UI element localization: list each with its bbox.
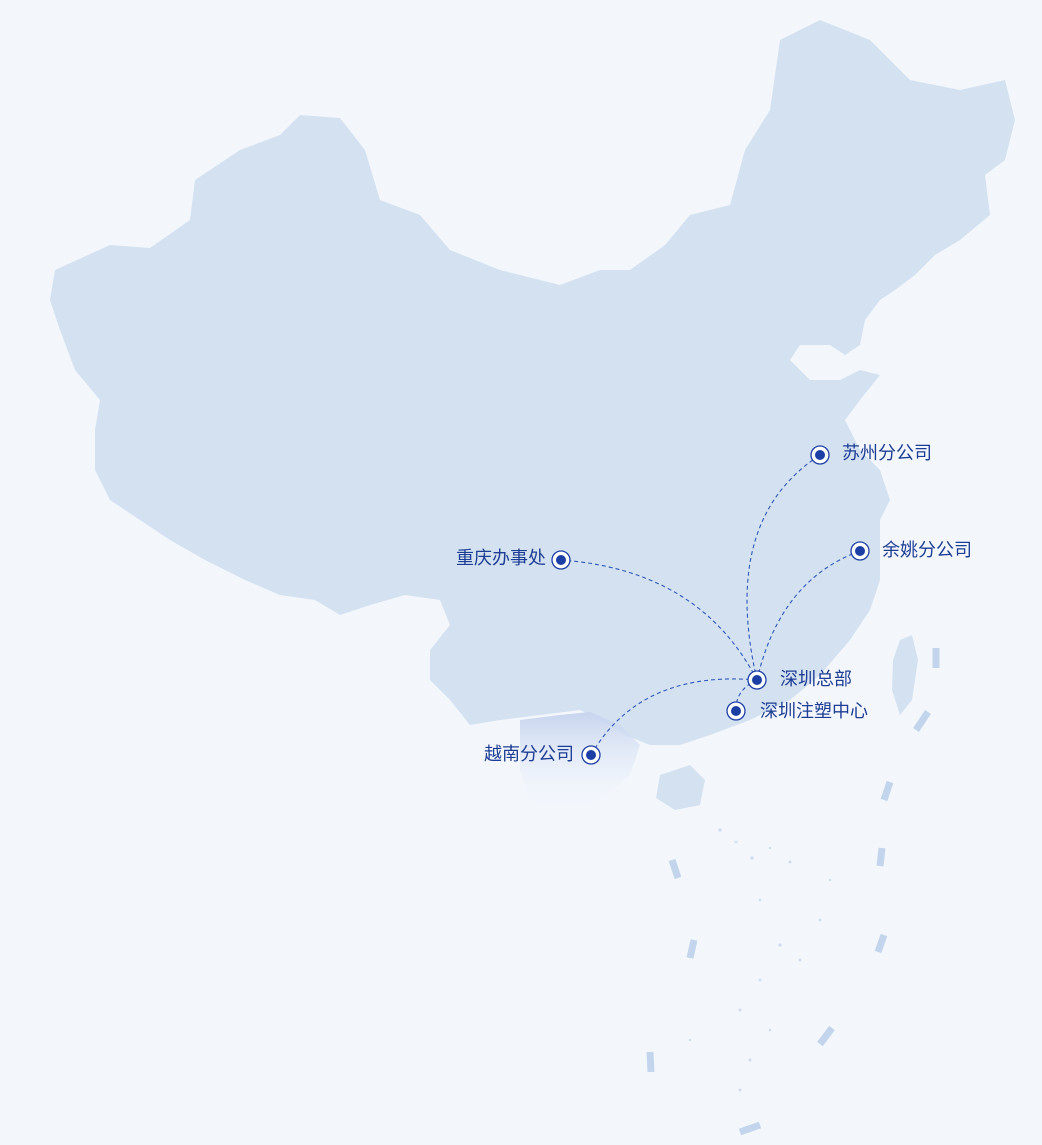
route-chongqing (560, 559, 758, 681)
south-china-sea-islands (688, 828, 832, 1092)
marker-chongqing[interactable] (551, 550, 571, 570)
vietnam-region (520, 712, 640, 815)
route-vietnam (590, 678, 758, 756)
china-mainland-shape (50, 20, 1015, 745)
label-vietnam[interactable]: 越南分公司 (484, 744, 574, 765)
marker-shenzhen-hq[interactable] (747, 670, 767, 690)
marker-vietnam[interactable] (581, 745, 601, 765)
marker-yuyao[interactable] (850, 541, 870, 561)
label-shenzhen-injection[interactable]: 深圳注塑中心 (760, 701, 868, 722)
taiwan-island (892, 635, 918, 715)
marker-suzhou[interactable] (810, 445, 830, 465)
hainan-island (656, 765, 705, 810)
nine-dash-line (646, 648, 940, 1136)
label-yuyao[interactable]: 余姚分公司 (882, 540, 972, 561)
label-chongqing[interactable]: 重庆办事处 (456, 548, 546, 569)
label-suzhou[interactable]: 苏州分公司 (842, 443, 932, 464)
label-shenzhen-hq[interactable]: 深圳总部 (780, 669, 852, 690)
route-yuyao (756, 550, 861, 681)
marker-shenzhen-injection[interactable] (726, 701, 746, 721)
